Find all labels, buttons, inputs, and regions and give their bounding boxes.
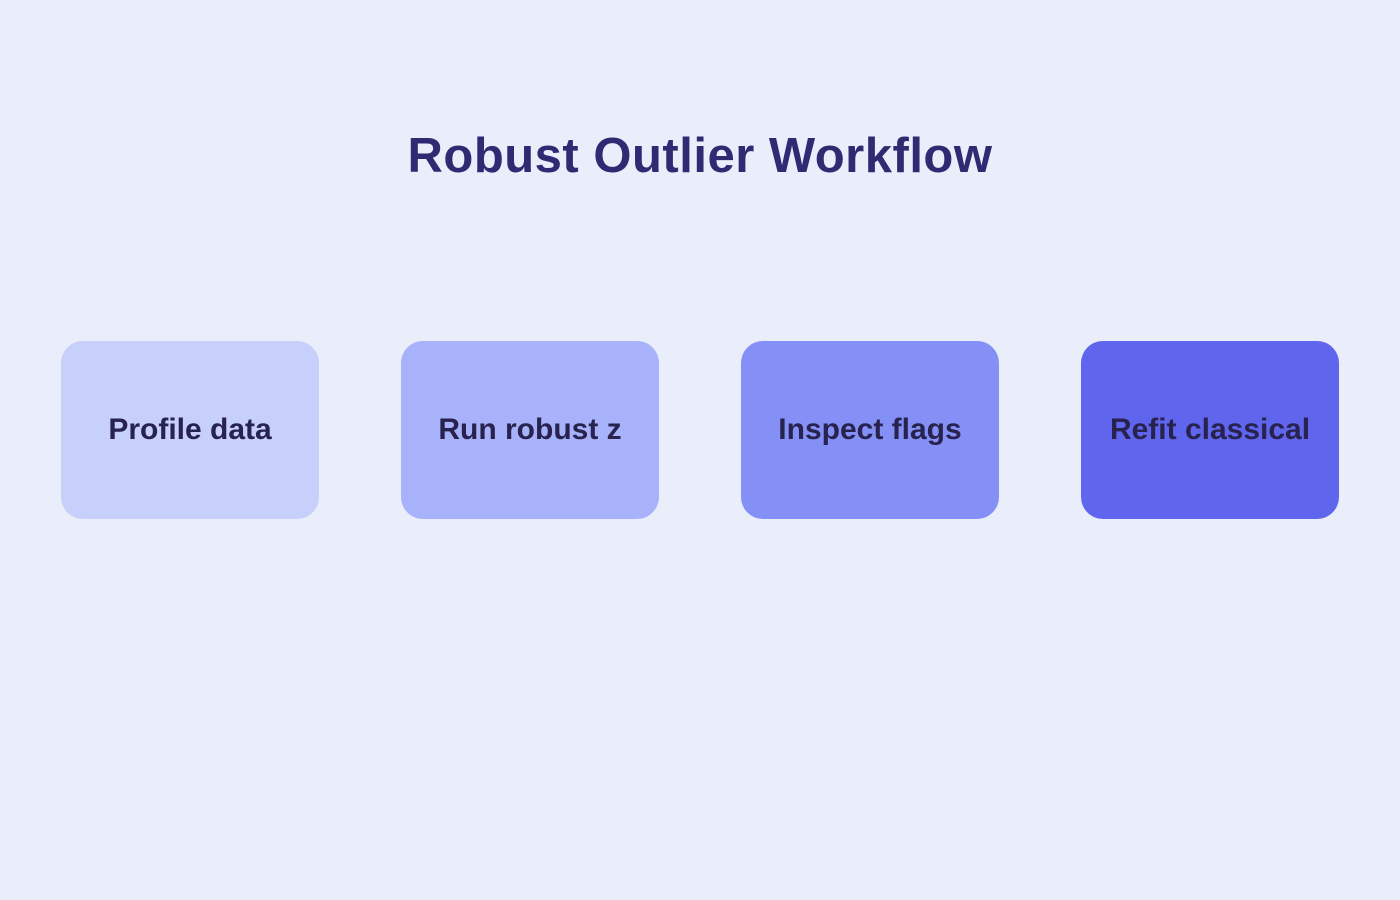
page-title: Robust Outlier Workflow [407, 129, 993, 183]
step-label-inspect-flags: Inspect flags [778, 413, 962, 446]
step-label-profile-data: Profile data [108, 413, 272, 446]
step-profile-data: Profile data [61, 341, 319, 519]
workflow-steps-row: Profile data Run robust z Inspect flags … [61, 341, 1339, 519]
step-label-refit-classical: Refit classical [1109, 413, 1311, 446]
step-inspect-flags: Inspect flags [741, 341, 999, 519]
step-label-run-robust-z: Run robust z [438, 413, 622, 446]
step-refit-classical: Refit classical [1081, 341, 1339, 519]
step-run-robust-z: Run robust z [401, 341, 659, 519]
